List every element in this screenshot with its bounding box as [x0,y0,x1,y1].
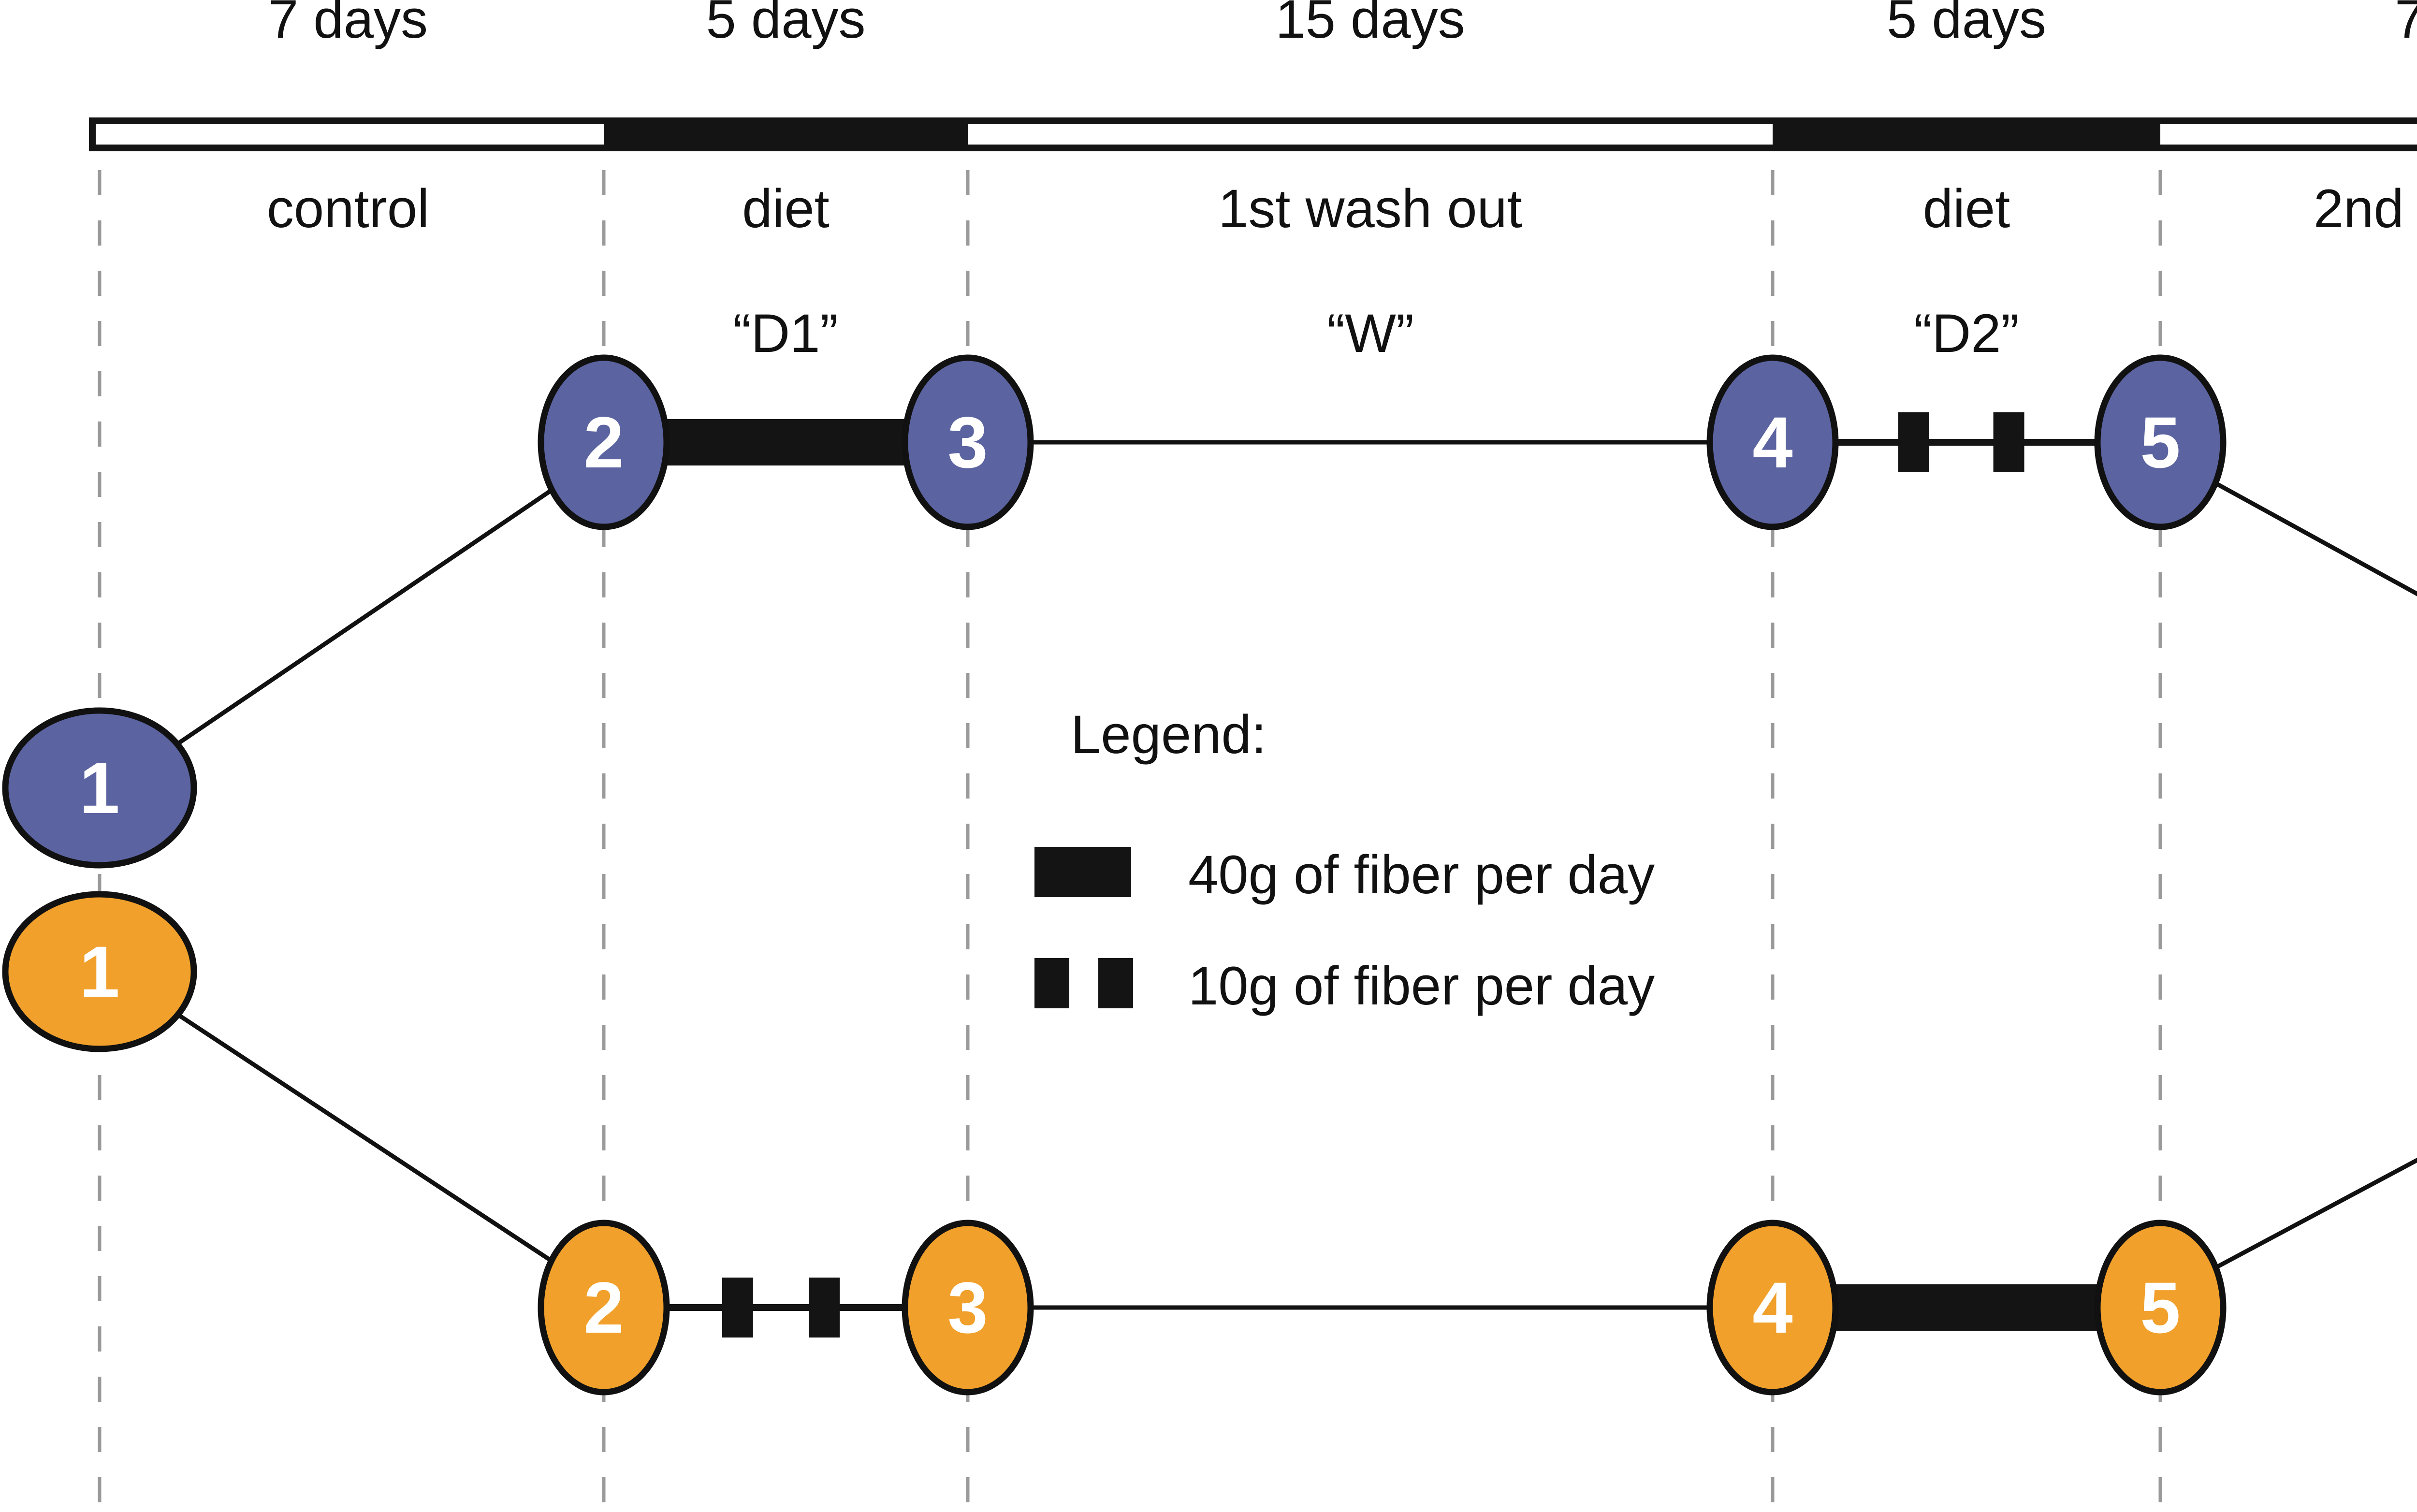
connector-thin-blue-arm-0 [175,487,554,747]
node-blue-arm-4[interactable] [1706,354,1839,530]
timeline-segment-3 [1773,117,2160,151]
connector-10g-dash-orange-arm-1-0 [722,1278,753,1338]
nodes-group [2,354,2227,1396]
legend-swatch-solid [1034,847,1131,897]
node-blue-arm-5[interactable] [2094,354,2227,530]
connectors-group [175,412,2417,1338]
timeline-segment-1 [604,117,968,151]
connector-thin-blue-arm-4 [2213,480,2417,596]
segment-label-2: “D2” [1914,303,2019,363]
phase-days-4: 7 days [2395,0,2417,49]
phase-name-3: diet [1922,178,2010,239]
legend-label-0: 40g of fiber per day [1188,844,1655,905]
node-orange-arm-5[interactable] [2094,1220,2227,1396]
node-orange-arm-3[interactable] [902,1220,1034,1396]
node-blue-arm-2[interactable] [538,354,670,530]
node-orange-arm-2[interactable] [538,1220,670,1396]
connector-thin-orange-arm-0 [175,1012,554,1264]
node-orange-arm-4[interactable] [1706,1220,1839,1396]
phase-name-4: 2nd wash out [2313,178,2417,239]
node-blue-arm-3[interactable] [902,354,1034,530]
legend-swatch-dash-1 [1034,958,1069,1008]
phase-name-2: 1st wash out [1218,178,1522,239]
connector-10g-dash-orange-arm-1-1 [809,1278,840,1338]
phase-name-0: control [266,178,430,239]
connector-10g-dash-blue-arm-3-0 [1898,412,1929,472]
phase-name-1: diet [742,178,830,239]
connector-10g-dash-blue-arm-3-1 [1993,412,2024,472]
phase-days-3: 5 days [1887,0,2046,49]
phase-days-1: 5 days [706,0,866,49]
legend-title: Legend: [1071,704,1267,765]
phase-days-0: 7 days [268,0,428,49]
phase-days-2: 15 days [1275,0,1465,49]
segment-label-1: “W” [1326,303,1414,363]
connector-thin-orange-arm-4 [2213,1158,2417,1270]
node-blue-arm-1[interactable] [2,707,197,869]
legend-label-1: 10g of fiber per day [1188,956,1655,1016]
legend-swatches-group [1034,847,1133,1008]
legend-swatch-dash-2 [1098,958,1133,1008]
segment-label-0: “D1” [733,303,838,363]
node-orange-arm-1[interactable] [2,891,197,1052]
timeline-bar-group [89,117,2417,151]
